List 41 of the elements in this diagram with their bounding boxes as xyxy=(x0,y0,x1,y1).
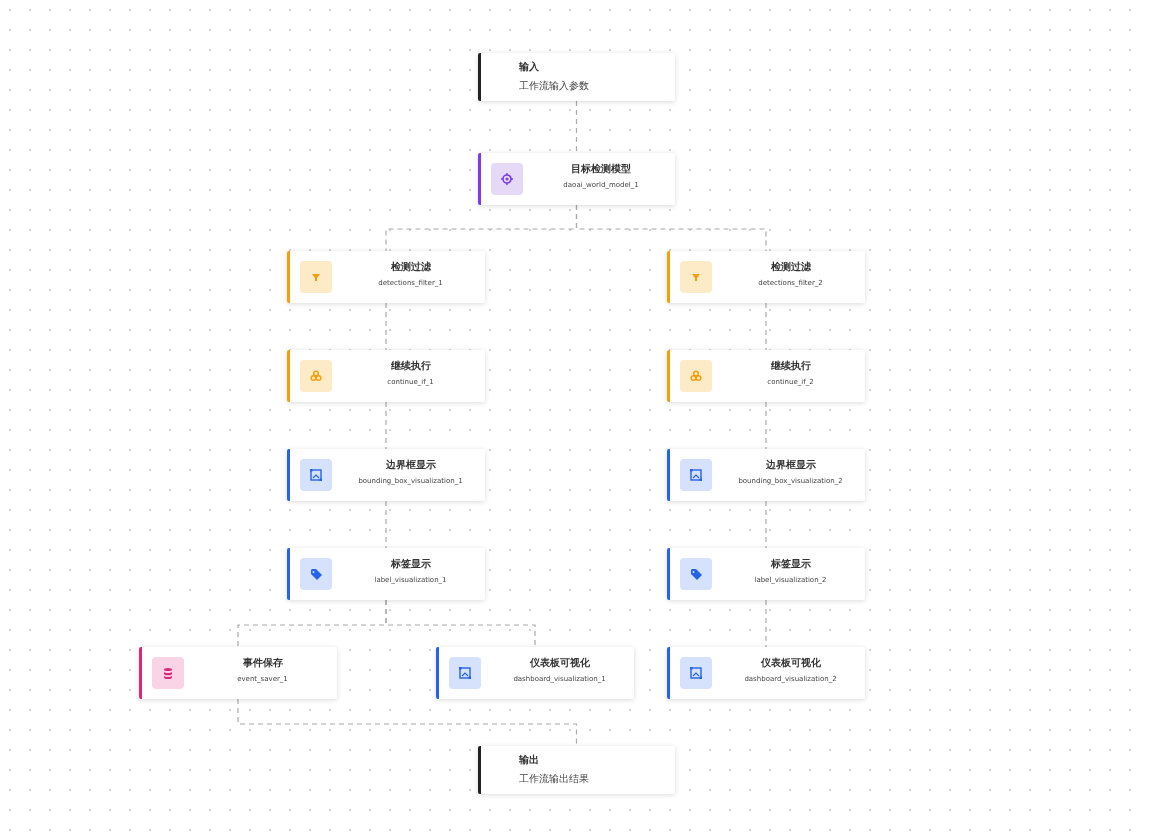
connector-line xyxy=(765,302,767,351)
step-card xyxy=(667,350,865,402)
io-card xyxy=(478,746,675,794)
step-card xyxy=(667,449,865,501)
step-card xyxy=(667,548,865,600)
connector-line xyxy=(765,401,767,450)
node-title: 检测过滤 xyxy=(389,260,432,274)
step-card xyxy=(287,350,485,402)
step-card xyxy=(667,251,865,303)
connector-line xyxy=(575,100,578,154)
step-card xyxy=(478,153,675,205)
connector-line xyxy=(765,599,767,648)
node-title: 仪表板可视化 xyxy=(528,656,591,670)
step-card xyxy=(436,647,634,699)
step-card xyxy=(287,251,485,303)
node-title: 继续执行 xyxy=(769,359,812,373)
node-title: 事件保存 xyxy=(241,656,284,670)
node-title: 仪表板可视化 xyxy=(759,656,822,670)
step-card xyxy=(139,647,337,699)
connector-line xyxy=(575,204,767,252)
node-title: 输入 xyxy=(519,60,539,74)
node-subtitle: 工作流输出结果 xyxy=(519,772,589,786)
connector-line xyxy=(765,500,767,549)
step-card xyxy=(667,647,865,699)
connector-line xyxy=(237,698,578,747)
node-title: 输出 xyxy=(519,753,539,767)
step-card xyxy=(287,449,485,501)
connector-line xyxy=(385,500,387,549)
step-card xyxy=(287,548,485,600)
node-title: 目标检测模型 xyxy=(570,162,632,176)
connector-line xyxy=(385,599,536,648)
node-title: 边界框显示 xyxy=(384,458,437,472)
io-card xyxy=(478,53,675,101)
node-title: 标签显示 xyxy=(389,557,432,571)
node-title: 继续执行 xyxy=(389,359,432,373)
connector-line xyxy=(385,302,387,351)
node-title: 标签显示 xyxy=(769,557,812,571)
node-title: 检测过滤 xyxy=(769,260,812,274)
connector-line xyxy=(385,401,387,450)
node-subtitle: 工作流输入参数 xyxy=(519,79,589,93)
node-title: 边界框显示 xyxy=(764,458,817,472)
